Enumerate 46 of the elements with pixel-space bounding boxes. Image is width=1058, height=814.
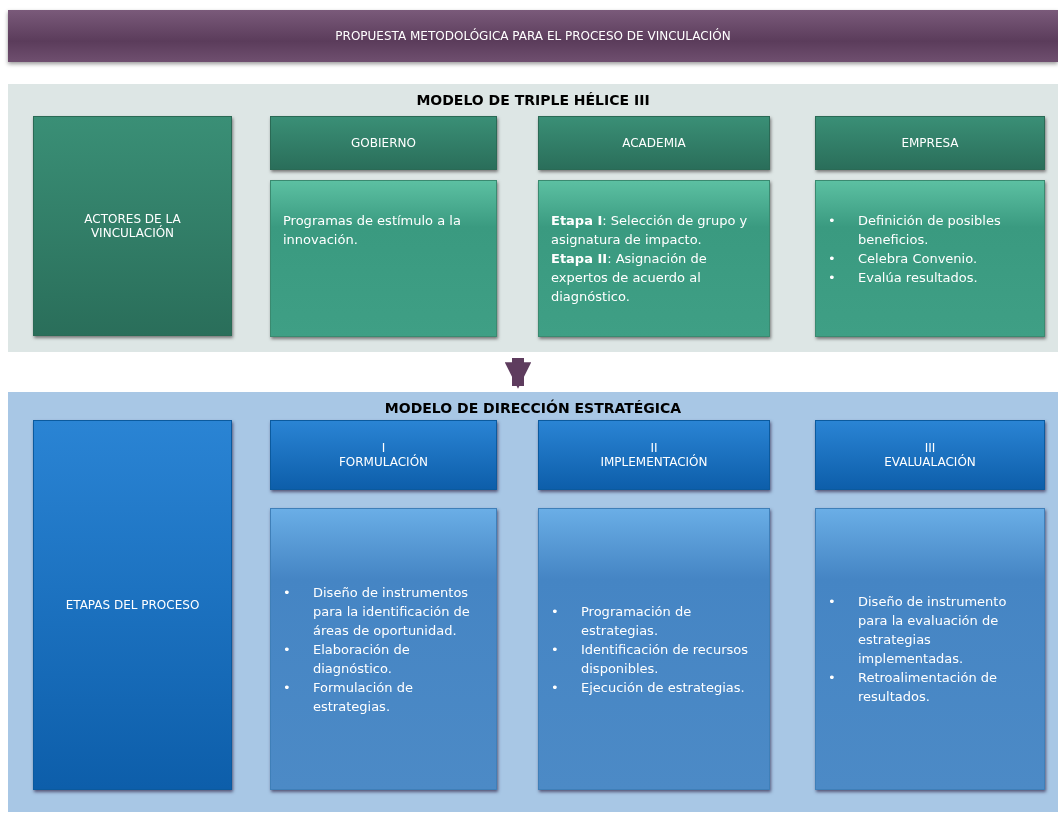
content-box <box>270 508 497 790</box>
bullet-item: • Formulación de estrategias. <box>283 678 414 716</box>
bullet-item: • Definición de posibles beneficios. <box>828 212 1002 249</box>
content-box <box>270 180 497 337</box>
content-box <box>538 508 770 790</box>
bullet-item: • Celebra Convenio. <box>828 250 979 268</box>
description-text: Etapa II: Asignación de expertos de acuerdo al diagnóstico. <box>551 250 708 306</box>
arrow <box>504 358 532 389</box>
box-label: EVALUALACIÓN <box>884 455 976 469</box>
bullet-item: • Ejecución de estrategias. <box>551 678 746 697</box>
bullet-item: • Identificación de recursos disponibles. <box>551 640 750 678</box>
box-label: ETAPAS DEL PROCESO <box>65 598 200 612</box>
box-label: IMPLEMENTACIÓN <box>600 455 708 469</box>
box-label: GOBIERNO <box>351 136 416 150</box>
header-box <box>538 420 770 490</box>
content-box <box>815 180 1045 337</box>
content-box <box>538 180 770 337</box>
bullet-item: • Diseño de instrumento para la evaluación de estrategias implementadas. <box>828 593 1008 668</box>
category-box <box>33 420 232 790</box>
bullet-item: • Elaboración de diagnóstico. <box>283 640 411 678</box>
box-label: I <box>381 441 386 455</box>
description-text: Programas de estímulo a la innovación. <box>283 212 462 249</box>
box-label: FORMULACIÓN <box>338 455 429 469</box>
header-box <box>815 116 1045 170</box>
box-label: EMPRESA <box>901 136 959 150</box>
section-title: MODELO DE DIRECCIÓN ESTRATÉGICA <box>383 400 683 416</box>
box-label: ACTORES DE LA VINCULACIÓN <box>83 212 182 240</box>
bullet-item: • Diseño de instrumentos para la identificación de áreas de oportunidad. <box>283 583 471 640</box>
description-text: Etapa I: Selección de grupo y asignatura de impacto. <box>551 212 749 249</box>
section-panel <box>8 84 1058 352</box>
header-box <box>815 420 1045 490</box>
category-box <box>33 116 232 336</box>
bullet-item: • Programación de estrategias. <box>551 602 693 640</box>
bullet-item: • Retroalimentación de resultados. <box>828 669 999 706</box>
header-box <box>270 420 497 490</box>
title-text: PROPUESTA METODOLÓGICA PARA EL PROCESO DE VINCULACIÓN <box>335 29 731 43</box>
title-bar <box>8 10 1058 62</box>
content-box <box>815 508 1045 790</box>
header-box <box>270 116 497 170</box>
section-title: MODELO DE TRIPLE HÉLICE III <box>415 92 651 108</box>
box-label: ACADEMIA <box>622 136 686 150</box>
box-label: II <box>650 441 658 455</box>
box-label: III <box>924 441 936 455</box>
section-panel <box>8 392 1058 812</box>
bullet-item: • Evalúa resultados. <box>828 269 979 287</box>
header-box <box>538 116 770 170</box>
